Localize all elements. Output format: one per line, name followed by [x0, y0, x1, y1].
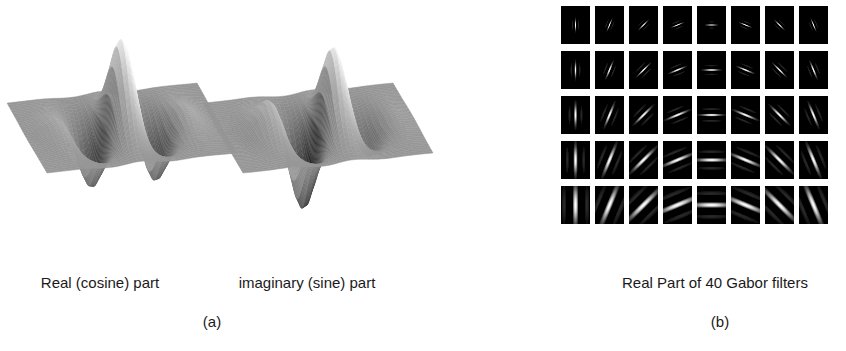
- surface-plot-real: [7, 39, 237, 186]
- surface-plot-imaginary: [203, 48, 433, 208]
